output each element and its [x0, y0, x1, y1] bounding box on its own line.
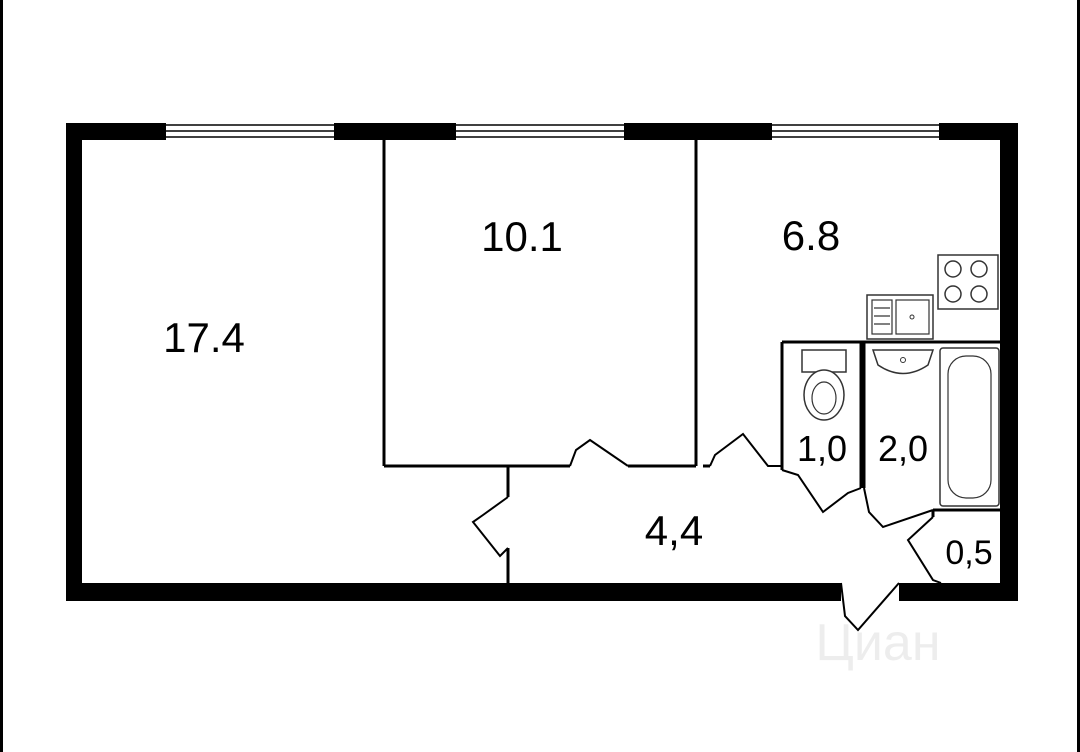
room-area-label: 4,4 — [645, 507, 703, 554]
bottom-wall-segment — [899, 583, 1018, 601]
room-area-label: 2,0 — [878, 428, 928, 469]
window — [456, 124, 624, 138]
living-room-door — [471, 496, 509, 558]
window — [166, 124, 334, 138]
watermark-logo: Циан — [815, 614, 940, 672]
kitchen-sink-icon — [866, 294, 934, 340]
toilet-door — [781, 469, 862, 514]
bottom-wall-segment — [66, 583, 841, 601]
outer-walls — [66, 123, 1018, 601]
top-wall-segment — [624, 123, 772, 140]
window — [772, 124, 939, 138]
interior-walls — [382, 140, 1002, 583]
floor-plan: 17.4 10.1 6.8 4,4 1,0 2,0 0,5 Циан — [66, 123, 1018, 672]
stove-icon — [937, 254, 999, 310]
closet-door — [906, 516, 942, 584]
windows — [166, 124, 939, 138]
kitchen-door — [709, 432, 782, 467]
bathtub-icon — [939, 347, 1000, 507]
room-area-label: 1,0 — [797, 428, 847, 469]
bathroom-door — [863, 487, 934, 529]
entry-door — [840, 582, 900, 632]
room-area-label: 6.8 — [782, 212, 840, 259]
room-area-label: 0,5 — [945, 534, 992, 572]
left-wall — [66, 123, 82, 601]
washbasin-icon — [871, 349, 935, 375]
bedroom-door — [569, 438, 629, 467]
top-wall-segment — [334, 123, 456, 140]
doors — [471, 432, 942, 632]
right-wall — [1000, 123, 1018, 601]
room-area-label: 10.1 — [481, 213, 563, 260]
toilet-icon — [801, 349, 847, 421]
room-area-label: 17.4 — [163, 314, 245, 361]
top-wall-segment — [66, 123, 166, 140]
top-wall-segment — [939, 123, 1018, 140]
